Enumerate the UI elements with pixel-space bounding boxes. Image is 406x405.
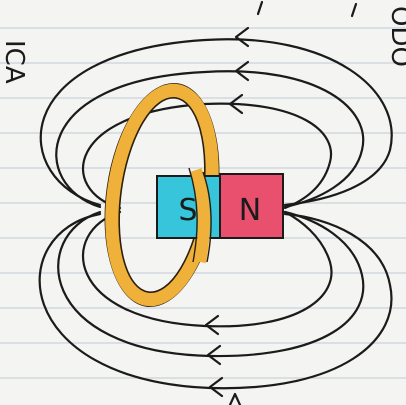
top-pen-mark xyxy=(258,2,262,14)
arrow-up-icon xyxy=(230,394,240,405)
arrow-left-icon xyxy=(206,316,218,334)
arrow-left-icon xyxy=(210,378,222,396)
north-pole-label: N xyxy=(239,193,261,228)
arrow-left-icon xyxy=(236,28,248,46)
right-edge-text: ODO xyxy=(385,6,406,67)
field-line-lower-outer xyxy=(40,214,392,388)
left-edge-text: ICA xyxy=(0,40,29,84)
south-pole-label: S xyxy=(178,193,197,228)
top-pen-mark xyxy=(352,4,356,16)
svg-text:ODO: ODO xyxy=(385,6,406,67)
svg-text:ICA: ICA xyxy=(0,40,29,84)
bar-magnet: S N xyxy=(157,174,283,238)
